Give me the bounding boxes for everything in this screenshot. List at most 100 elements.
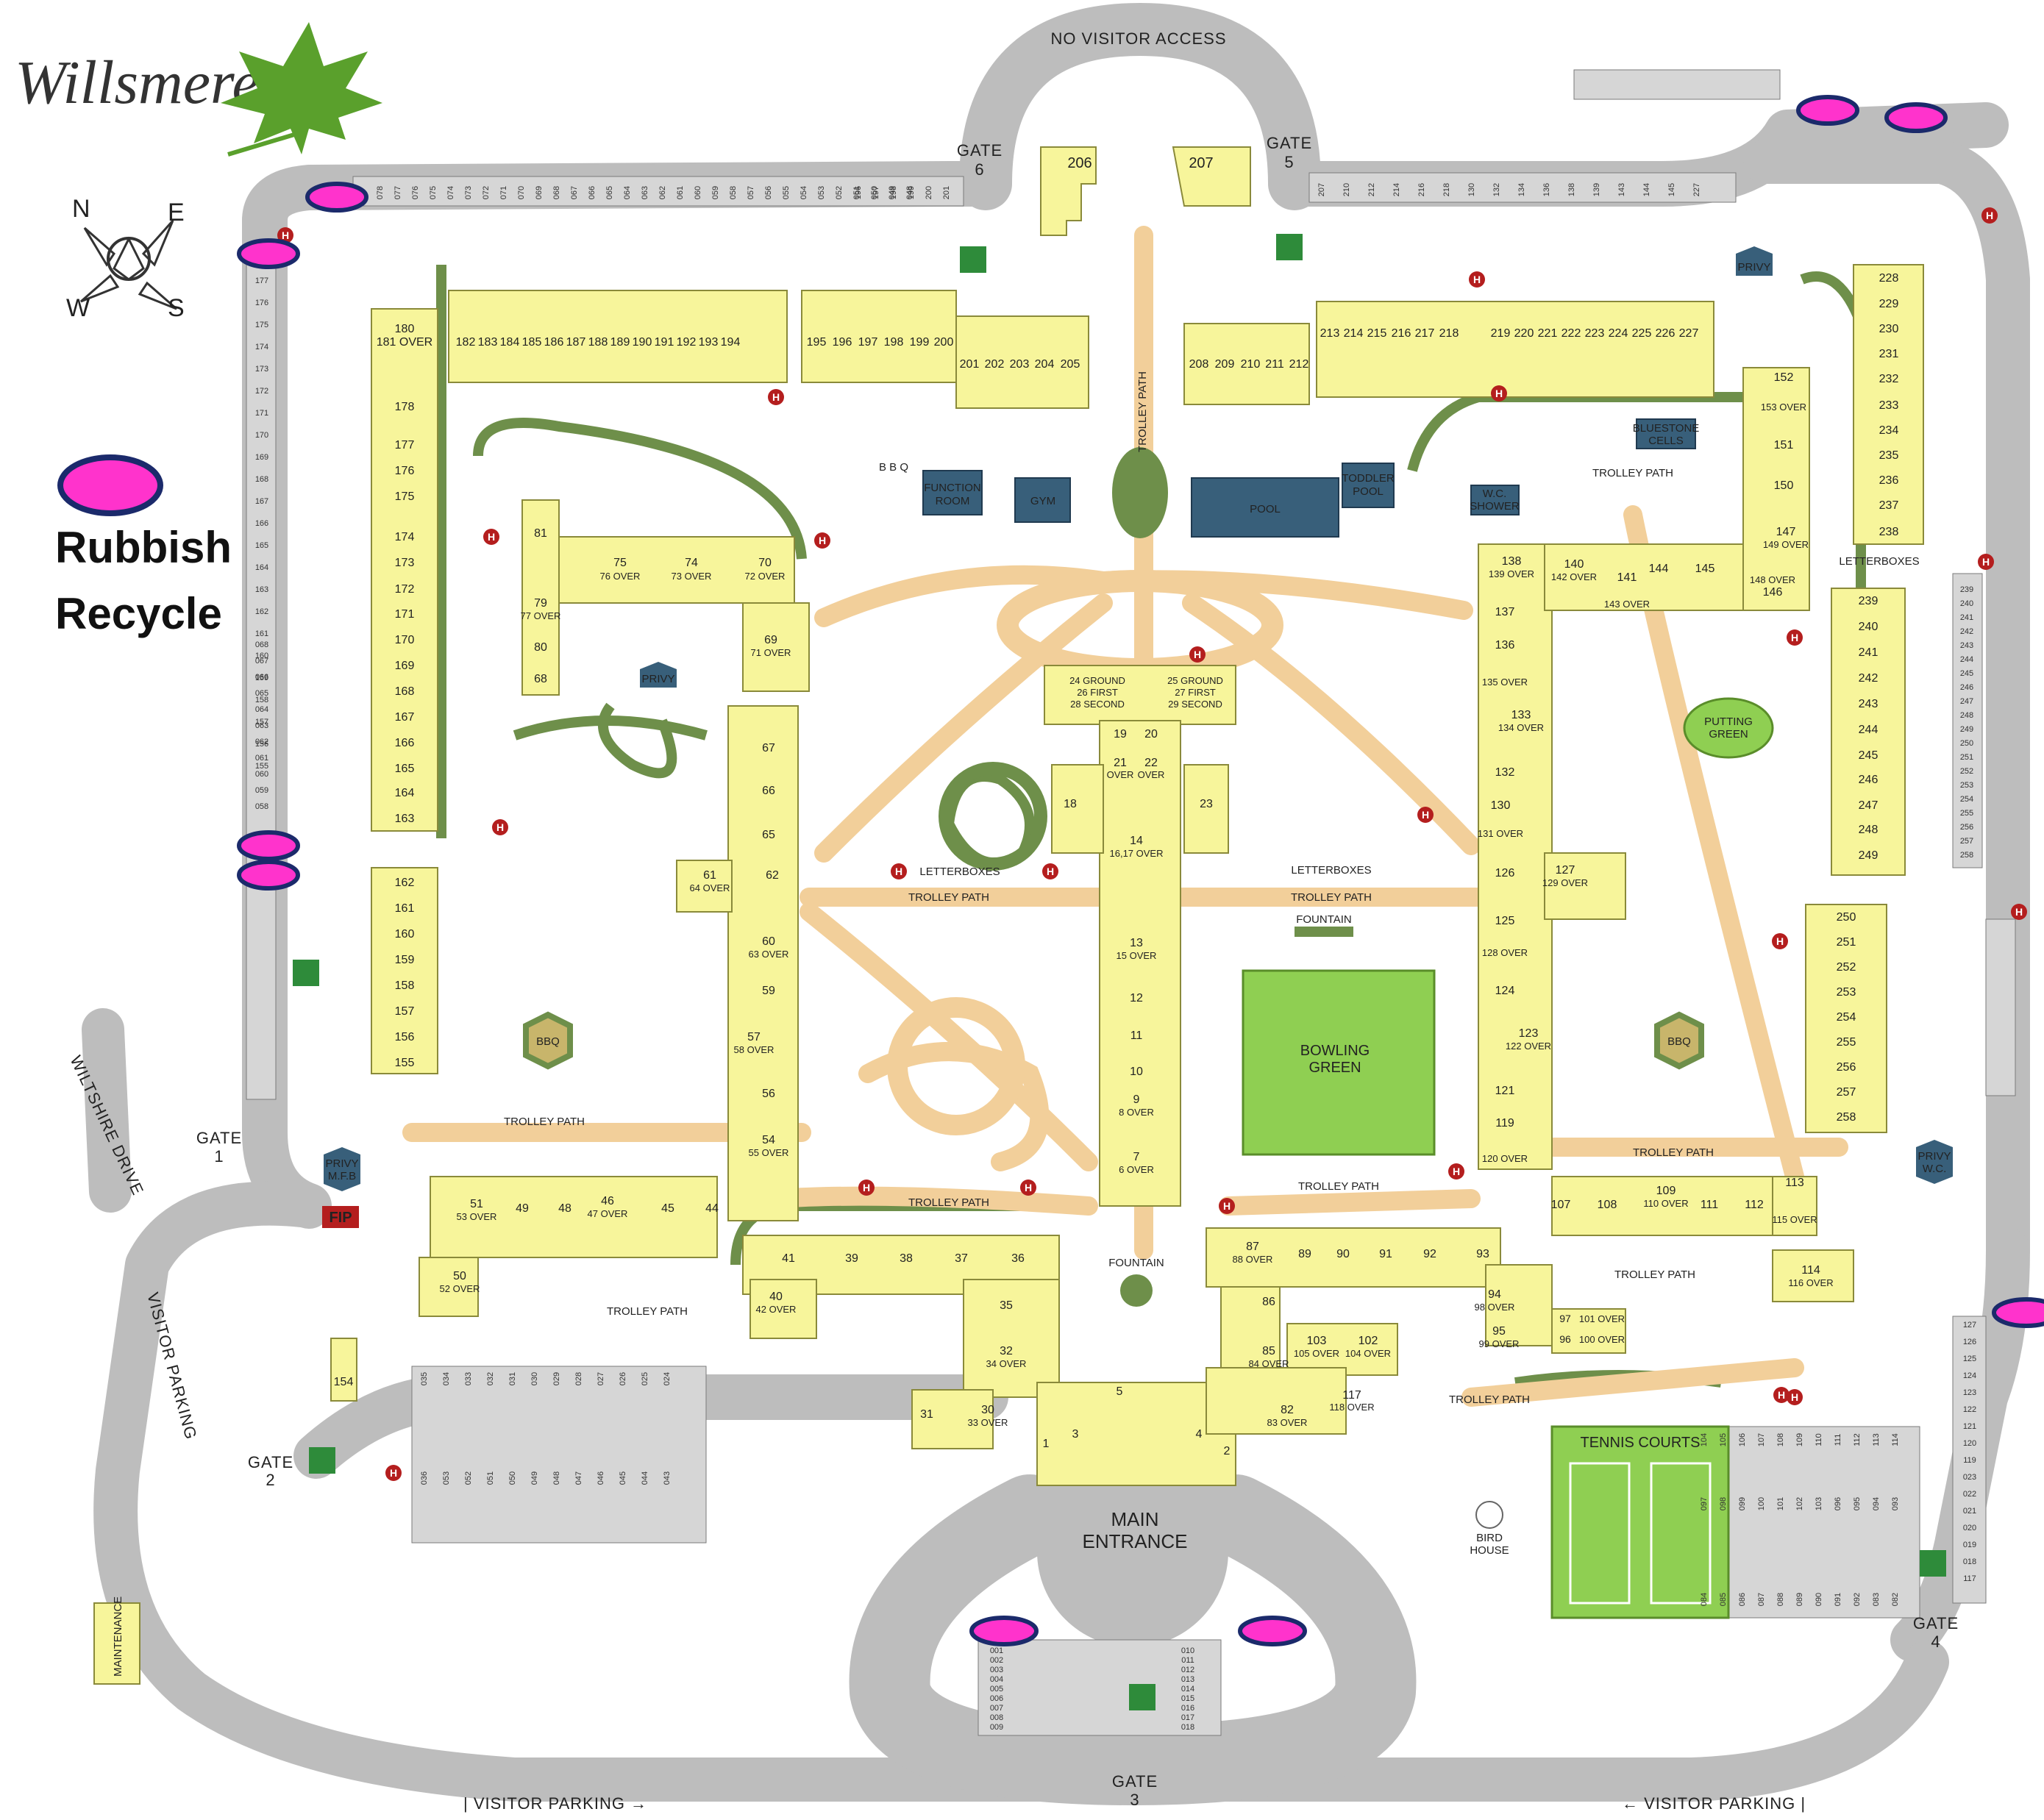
parking-bay-number: 028 — [574, 1372, 583, 1385]
unit-41: 41 — [782, 1252, 795, 1265]
hydrant-icon — [1978, 554, 1994, 570]
unit-96-over: 100 OVER — [1579, 1334, 1625, 1345]
unit-19: 19 — [1114, 728, 1127, 741]
parking-bay-number: 002 — [990, 1656, 1003, 1665]
unit-48: 48 — [558, 1202, 571, 1215]
unit-247: 247 — [1859, 799, 1879, 812]
unit-24-first: 26 FIRST — [1077, 687, 1118, 698]
unit-244: 244 — [1859, 724, 1879, 736]
parking-bay-number: 060 — [255, 770, 268, 779]
unit-81: 81 — [534, 527, 547, 540]
unit-164: 164 — [395, 787, 415, 799]
unit-127-over: 129 OVER — [1542, 877, 1588, 888]
parking-bay-number: 252 — [1960, 767, 1973, 776]
parking-bay-number: 007 — [990, 1704, 1003, 1713]
parking-bay-number: 031 — [508, 1372, 517, 1385]
hydrant-letter: H — [1982, 556, 1990, 568]
unit-160: 160 — [395, 928, 415, 941]
unit-200: 200 — [934, 336, 954, 349]
parking-bay-number: 249 — [1960, 725, 1973, 734]
unit-216: 216 — [1392, 327, 1411, 340]
legend-line-2: Recycle — [55, 589, 222, 638]
unit-195: 195 — [807, 336, 827, 349]
parking-bay-number: 052 — [464, 1471, 473, 1485]
unit-13-over: 15 OVER — [1117, 950, 1157, 961]
unit-136: 136 — [1495, 639, 1515, 652]
parking-bay-number: 174 — [255, 343, 268, 351]
hydrant-icon — [1417, 807, 1434, 823]
hydrant-icon — [277, 227, 293, 243]
parking-bay-number: 124 — [1963, 1371, 1976, 1380]
unit-146: 146 — [1763, 586, 1783, 599]
parking-bay-number: 216 — [1417, 183, 1426, 196]
unit-50-over: 52 OVER — [440, 1283, 480, 1294]
assembly-icon — [309, 1447, 335, 1474]
unit-256: 256 — [1837, 1061, 1856, 1074]
unit-189: 189 — [610, 336, 630, 349]
parking-bay-number: 049 — [888, 186, 897, 199]
parking-bay-number: 248 — [1960, 711, 1973, 720]
parking-bay-number: 257 — [1960, 837, 1973, 846]
parking-bay-number: 086 — [1738, 1593, 1747, 1606]
parking-bay-number: 241 — [1960, 613, 1973, 622]
function-room — [922, 470, 983, 515]
unit-114-over: 116 OVER — [1788, 1277, 1833, 1288]
unit-7-over: 6 OVER — [1119, 1164, 1154, 1175]
privy-wc-label-1: PRIVY — [1917, 1150, 1951, 1163]
unit-30-over: 33 OVER — [968, 1417, 1008, 1428]
hydrant-letter: H — [1223, 1200, 1231, 1212]
parking-bay-number: 130 — [1467, 183, 1476, 196]
parking-bay-number: 105 — [1719, 1433, 1728, 1446]
hydrant-icon — [2011, 904, 2027, 920]
unit-172: 172 — [395, 583, 415, 596]
parking-bay-number: 125 — [1963, 1355, 1976, 1363]
hydrant-letter: H — [1453, 1166, 1460, 1177]
unit-51: 51 — [470, 1198, 483, 1210]
parking-bay-number: 048 — [552, 1471, 561, 1485]
trolley-path-label-7: TROLLEY PATH — [1633, 1146, 1714, 1159]
unit-85-over: 84 OVER — [1249, 1358, 1289, 1369]
unit-243: 243 — [1859, 698, 1879, 710]
unit-159: 159 — [395, 954, 415, 966]
parking-bay-number: 061 — [676, 186, 685, 199]
unit-209: 209 — [1215, 358, 1235, 371]
parking-bay-number: 070 — [517, 186, 526, 199]
parking-bay-number: 100 — [1757, 1497, 1766, 1510]
parking-bay-number: 088 — [1776, 1593, 1785, 1606]
trolley-path-label-4: TROLLEY PATH — [908, 1196, 989, 1209]
tennis-courts — [1550, 1425, 1730, 1619]
unit-102-over: 104 OVER — [1345, 1348, 1391, 1359]
unit-79: 79 — [534, 597, 547, 610]
unit-242: 242 — [1859, 672, 1879, 685]
wc-shower-label-1: W.C. — [1483, 488, 1507, 500]
parking-bay-number: 171 — [255, 409, 268, 418]
unit-109: 109 — [1656, 1185, 1676, 1197]
unit-22: 22 — [1144, 757, 1158, 769]
parking-bay-number: 175 — [255, 321, 268, 329]
unit-230: 230 — [1879, 323, 1899, 335]
trolley-path-label-10: TROLLEY PATH — [1592, 467, 1673, 479]
parking-bay-number: 126 — [1963, 1338, 1976, 1346]
unit-38: 38 — [900, 1252, 913, 1265]
parking-bay-number: 051 — [852, 186, 861, 199]
hydrant-letter: H — [819, 535, 826, 546]
rubbish-bin-marker — [969, 1616, 1039, 1646]
parking-bay-number: 214 — [1392, 183, 1401, 196]
wc-shower — [1470, 485, 1520, 515]
unit-186: 186 — [544, 336, 564, 349]
legend-line-1: Rubbish — [55, 523, 232, 572]
wc-shower-label-2: SHOWER — [1470, 500, 1520, 513]
maintenance-shed — [93, 1602, 140, 1685]
letterboxes-label-3: LETTERBOXES — [1839, 555, 1919, 568]
parking-bay-number: 132 — [1492, 183, 1501, 196]
hydrant-icon — [1219, 1198, 1235, 1214]
parking-bay-number: 023 — [1963, 1473, 1976, 1482]
unit-50: 50 — [453, 1270, 466, 1282]
unit-11: 11 — [1130, 1029, 1143, 1042]
parking-bay-number: 120 — [1963, 1439, 1976, 1448]
unit-111: 111 — [1701, 1199, 1718, 1211]
unit-13: 13 — [1130, 937, 1143, 949]
parking-bay-number: 015 — [1181, 1694, 1194, 1703]
unit-222: 222 — [1562, 327, 1581, 340]
